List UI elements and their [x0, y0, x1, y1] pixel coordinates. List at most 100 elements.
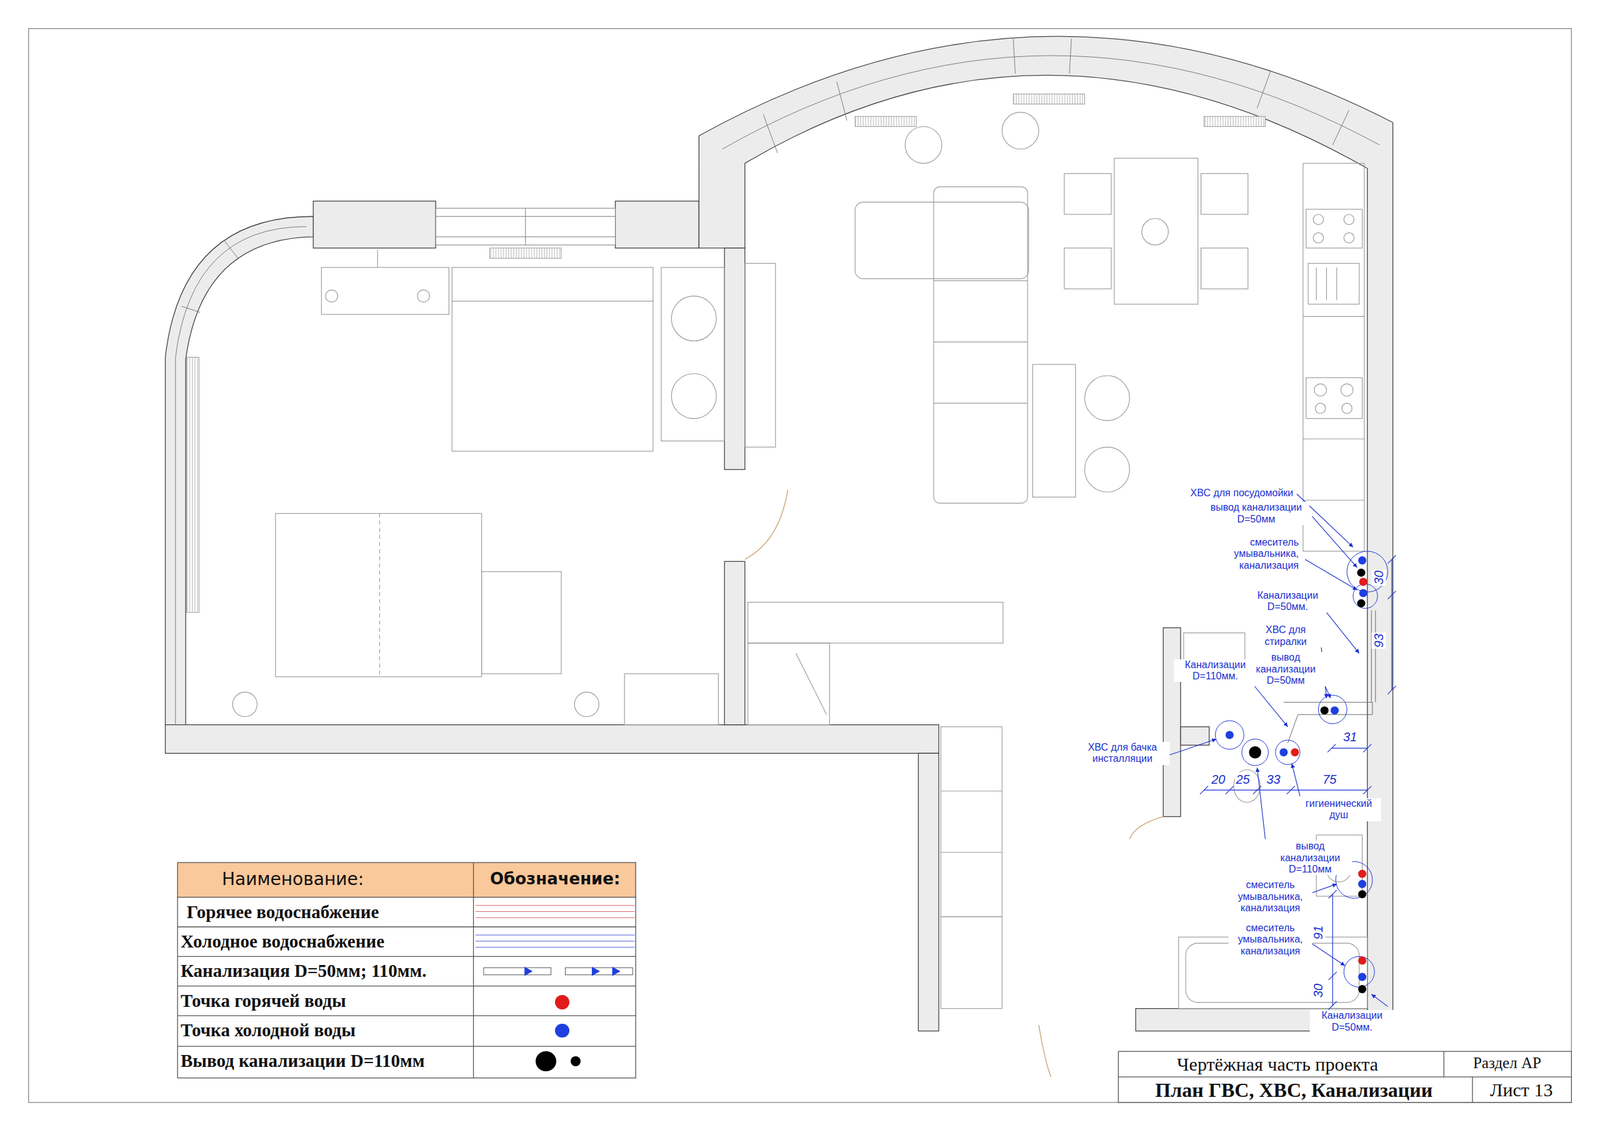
- radiators-part: [1204, 116, 1266, 127]
- title-block-part: [1118, 1051, 1572, 1103]
- walls-part: [1180, 726, 1210, 745]
- walls-part: [724, 248, 745, 470]
- plumbing-points-part: [1225, 730, 1234, 739]
- walls-part: [615, 201, 699, 249]
- legend-table-part: [177, 985, 636, 987]
- title-block-text: Раздел АР: [1473, 1054, 1542, 1073]
- furniture-part: [933, 280, 1028, 282]
- legend-line-samples-part: [591, 966, 600, 977]
- title-block-text: План ГВС, ХВС, Канализации: [1155, 1078, 1433, 1102]
- legend-table-part: [177, 897, 636, 1079]
- windows-part: [525, 208, 526, 245]
- furniture-part: [275, 513, 482, 677]
- dimension-lines-part: [1327, 744, 1336, 753]
- legend-header: Обозначение:: [490, 870, 620, 889]
- plumbing-points-part: [1358, 556, 1367, 565]
- windows-part: [722, 55, 1380, 149]
- furniture-part: [905, 126, 942, 164]
- annotation-label: смеситель умывальника, канализация: [1228, 879, 1313, 914]
- walls-part: [165, 216, 314, 725]
- walls: [165, 36, 1393, 1031]
- windows-part: [181, 306, 200, 313]
- windows-part: [224, 240, 239, 259]
- furniture-part: [321, 267, 449, 315]
- furniture-part: [1064, 248, 1112, 289]
- walls-part: [724, 561, 745, 725]
- dimension-lines-part: [1286, 786, 1295, 795]
- furniture-part: [661, 267, 725, 442]
- furniture-part: [940, 726, 1002, 917]
- plumbing-points-part: [1358, 870, 1367, 879]
- legend-line-samples-part: [475, 946, 635, 948]
- dimension-lines-part: [1328, 890, 1337, 899]
- legend-table-part: [177, 926, 636, 927]
- furniture-part: [1343, 232, 1354, 243]
- furniture-part: [671, 296, 717, 342]
- legend-table-part: [177, 862, 636, 898]
- furniture-part: [417, 290, 430, 303]
- doors-part: [745, 490, 789, 560]
- furniture-part: [940, 916, 1002, 1009]
- legend-table-part: [473, 862, 474, 1079]
- walls-part: [165, 725, 939, 754]
- plumbing-points-part-part: [1318, 695, 1347, 724]
- legend-swatch: [535, 1051, 557, 1072]
- furniture-part: [1032, 364, 1076, 497]
- furniture-part: [1001, 112, 1039, 150]
- legend-swatch-small: [570, 1056, 581, 1067]
- furniture-part: [1336, 267, 1337, 300]
- dimension-text: 20: [1210, 772, 1227, 787]
- furniture-part: [1306, 377, 1363, 419]
- furniture-part: [1313, 232, 1324, 243]
- furniture-part: [1303, 438, 1365, 440]
- walls-part: [313, 201, 436, 249]
- leader-lines-part: [1251, 681, 1289, 727]
- plumbing-points-part-part: [1241, 738, 1269, 765]
- legend-text: Точка холодной воды: [180, 1020, 356, 1041]
- dimension-lines-part: [1363, 786, 1372, 795]
- furniture-part: [1233, 769, 1260, 802]
- furniture-part: [748, 643, 830, 725]
- plumbing-points-part-part: [1343, 956, 1375, 987]
- legend-line-samples-part: [475, 935, 635, 936]
- title-block-part: [1443, 1051, 1445, 1077]
- plumbing-points-part: [1279, 748, 1288, 757]
- furniture-part: [1064, 173, 1112, 215]
- pipes-part: [1375, 610, 1376, 703]
- dimension-text: 33: [1265, 772, 1282, 787]
- furniture-part: [1306, 209, 1363, 249]
- furniture-part: [1314, 383, 1327, 397]
- dimension-lines-part: [1331, 748, 1368, 749]
- furniture-part: [940, 851, 1002, 853]
- annotation-label: смеситель умывальника, канализация: [1215, 536, 1300, 572]
- furniture-part: [1114, 158, 1199, 305]
- dimension-lines-part: [1363, 744, 1372, 753]
- furniture-part: [624, 673, 719, 725]
- dimension-text: 75: [1321, 772, 1338, 787]
- furniture-part: [1313, 214, 1324, 225]
- legend-swatch: [555, 1023, 570, 1039]
- legend-line-samples-part: [612, 966, 621, 977]
- dimension-lines-part: [1328, 1001, 1337, 1010]
- dimension-text: 93: [1371, 632, 1386, 649]
- title-block-part: [1118, 1076, 1572, 1077]
- furniture-part: [933, 403, 1028, 404]
- plumbing-points-part-part: [1353, 583, 1378, 609]
- legend-text: Вывод канализации D=110мм: [180, 1050, 425, 1072]
- windows-part: [1332, 110, 1349, 145]
- dimension-lines-part: [1387, 686, 1396, 695]
- furniture-part: [1303, 163, 1365, 552]
- annotation-label: вывод канализации D=50мм: [1245, 651, 1326, 687]
- dimension-text: 30: [1371, 569, 1386, 586]
- plumbing-points-part: [1358, 985, 1367, 994]
- furniture-part: [795, 653, 827, 715]
- legend-line-samples-part: [475, 917, 635, 919]
- furniture-part: [325, 290, 339, 303]
- walls-part: [918, 753, 939, 1031]
- annotation-label: Канализации D=50мм.: [1245, 590, 1330, 614]
- leader-lines-part: [1371, 994, 1388, 1007]
- furniture-part: [1085, 446, 1130, 492]
- furniture-part: [377, 250, 379, 268]
